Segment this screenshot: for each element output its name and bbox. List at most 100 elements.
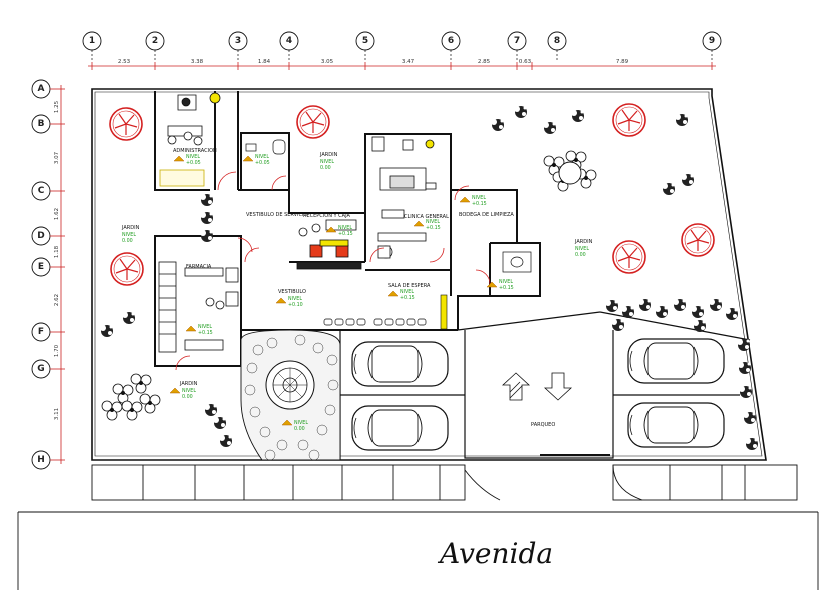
axis-label-col-5: 5 — [362, 36, 368, 46]
recepcion-furniture — [296, 219, 362, 270]
axis-label-row-f: F — [38, 327, 44, 337]
label-vestibulo: VESTIBULO — [278, 289, 306, 295]
axis-label-col-2: 2 — [152, 36, 158, 46]
svg-text:+0.10: +0.10 — [288, 302, 303, 308]
stone-garden — [240, 329, 341, 461]
svg-text:NIVEL: NIVEL — [320, 159, 334, 165]
site-boundary — [91, 88, 767, 461]
top-dimension-line: 2.53 3.38 1.84 3.05 3.47 2.85 0.63 7.89 — [88, 59, 716, 70]
label-bodega-limpieza: BODEGA DE LIMPIEZA — [459, 212, 514, 218]
level-mark-vestibulo: NIVEL +0.10 — [275, 296, 303, 308]
label-sala-espera: SALA DE ESPERA — [388, 283, 431, 289]
axis-label-col-3: 3 — [235, 36, 241, 46]
label-parqueo: PARQUEO — [531, 422, 555, 428]
label-vestibulo-servicio: VESTIBULO DE SERVICIO — [246, 212, 307, 218]
left-dimension-line: 1.25 3.07 1.62 1.18 2.62 1.70 3.11 — [50, 85, 65, 464]
svg-text:0.00: 0.00 — [320, 165, 331, 171]
farmacia-furniture — [158, 261, 239, 353]
vdim-6: 1.70 — [54, 344, 60, 357]
label-jardin-right: JARDIN — [574, 239, 593, 245]
label-jardin-bottom: JARDIN — [179, 381, 198, 387]
administracion-furniture — [159, 94, 205, 187]
axis-label-row-h: H — [37, 455, 45, 465]
label-jardin-top: JARDIN — [319, 152, 338, 158]
dim-1: 2.53 — [118, 59, 131, 65]
dim-7: 0.63 — [519, 59, 532, 65]
svg-text:0.00: 0.00 — [575, 252, 586, 258]
svg-text:NIVEL: NIVEL — [186, 154, 200, 160]
level-mark-jardin-left: NIVEL 0.00 — [122, 232, 136, 244]
bathroom-fixtures — [245, 139, 532, 273]
axis-label-col-4: 4 — [286, 36, 292, 46]
level-mark-farmacia: NIVEL +0.15 — [185, 324, 213, 336]
svg-text:0.00: 0.00 — [294, 426, 305, 432]
level-mark-jardin-top: NIVEL 0.00 — [320, 159, 334, 171]
column-axis-bubbles: 1 2 3 4 5 6 7 8 9 — [82, 31, 722, 51]
axis-label-row-d: D — [37, 231, 44, 241]
axis-label-col-8: 8 — [554, 36, 560, 46]
axis-label-row-e: E — [38, 262, 44, 272]
building-walls — [154, 91, 541, 367]
vdim-1: 1.25 — [54, 100, 60, 113]
svg-text:+0.05: +0.05 — [255, 160, 270, 166]
svg-text:NIVEL: NIVEL — [338, 225, 352, 231]
axis-label-col-7: 7 — [514, 36, 520, 46]
svg-text:NIVEL: NIVEL — [400, 289, 414, 295]
dim-6: 2.85 — [478, 59, 491, 65]
axis-label-row-c: C — [38, 186, 45, 196]
vdim-4: 1.18 — [54, 245, 60, 258]
vdim-7: 3.11 — [54, 408, 60, 420]
svg-text:NIVEL: NIVEL — [288, 296, 302, 302]
dim-3: 1.84 — [258, 59, 271, 65]
svg-text:0.00: 0.00 — [182, 394, 193, 400]
dim-8: 7.89 — [616, 59, 629, 65]
waiting-chairs — [323, 294, 448, 330]
svg-text:0.00: 0.00 — [122, 238, 133, 244]
level-mark-jardin-right: NIVEL 0.00 — [575, 246, 589, 258]
axis-label-row-a: A — [38, 84, 45, 94]
dim-2: 3.38 — [191, 59, 204, 65]
axis-label-col-9: 9 — [709, 36, 715, 46]
dim-4: 3.05 — [321, 59, 334, 65]
axis-label-row-b: B — [38, 119, 45, 129]
axis-label-col-1: 1 — [89, 36, 95, 46]
level-mark-stone-garden: NIVEL 0.00 — [281, 419, 308, 432]
svg-text:NIVEL: NIVEL — [472, 195, 486, 201]
vdim-3: 1.62 — [54, 208, 60, 220]
row-axis-bubbles: A B C D E F G H — [31, 79, 51, 470]
svg-text:NIVEL: NIVEL — [255, 154, 269, 160]
vdim-2: 3.07 — [54, 151, 60, 164]
svg-text:NIVEL: NIVEL — [182, 388, 196, 394]
parking-arrows — [501, 372, 573, 401]
label-administracion: ADMINISTRACION — [173, 148, 217, 154]
label-farmacia: FARMACIA — [186, 264, 212, 270]
label-jardin-left: JARDIN — [121, 225, 140, 231]
svg-text:+0.15: +0.15 — [400, 295, 415, 301]
level-mark-recepcion: NIVEL +0.15 — [325, 225, 353, 237]
axis-label-col-6: 6 — [448, 36, 454, 46]
svg-text:NIVEL: NIVEL — [575, 246, 589, 252]
svg-text:NIVEL: NIVEL — [499, 279, 513, 285]
svg-text:+0.15: +0.15 — [198, 330, 213, 336]
svg-text:NIVEL: NIVEL — [122, 232, 136, 238]
column-axes — [91, 50, 713, 62]
level-mark-bodega: NIVEL +0.15 — [459, 195, 487, 207]
level-mark-clinica: NIVEL +0.15 — [413, 219, 441, 231]
svg-text:+0.05: +0.05 — [186, 160, 201, 166]
level-markers: NIVEL +0.05 NIVEL +0.05 NIVEL 0.00 NIVEL… — [122, 154, 589, 432]
room-labels: ADMINISTRACION JARDIN JARDIN JARDIN JARD… — [121, 148, 593, 428]
label-clinica-general: CLINICA GENERAL — [404, 214, 449, 220]
svg-text:+0.15: +0.15 — [472, 201, 487, 207]
level-mark-sala-espera: NIVEL +0.15 — [387, 289, 415, 301]
level-mark-bath: NIVEL +0.05 — [242, 154, 270, 166]
label-recepcion: RECEPCION Y CAJA — [303, 213, 350, 219]
drawing-title: Avenida — [437, 537, 553, 570]
lamp-icon — [209, 92, 221, 104]
axis-label-row-g: G — [37, 364, 44, 374]
svg-text:NIVEL: NIVEL — [294, 420, 308, 426]
svg-text:NIVEL: NIVEL — [198, 324, 212, 330]
svg-text:+0.15: +0.15 — [499, 285, 514, 291]
level-mark-admin: NIVEL +0.05 — [173, 154, 201, 166]
svg-text:+0.15: +0.15 — [426, 225, 441, 231]
